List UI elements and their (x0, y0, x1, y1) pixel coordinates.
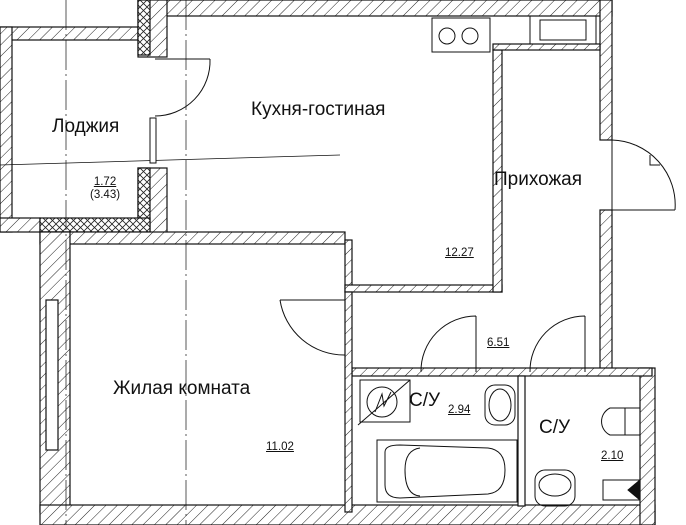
window-living (45, 299, 59, 451)
wall-loggia-left (0, 26, 13, 233)
door-entrance (611, 139, 676, 211)
door-bath-1 (420, 315, 477, 373)
room-name-living-room: Жилая комната (113, 378, 251, 399)
wall-right-lower (599, 209, 613, 371)
washbasin-1 (484, 384, 516, 426)
wall-kitchen-living (39, 231, 346, 245)
partition-kitchen-bottom (344, 284, 503, 293)
partition-baths (517, 375, 526, 507)
room-name-hallway: Прихожая (494, 169, 583, 190)
boiler (359, 379, 411, 423)
room-name-bathroom-2: С/У (539, 417, 571, 438)
room-area-kitchen-living: 12.27 (445, 247, 474, 259)
toilet (601, 407, 640, 436)
partition-kitchen-step (344, 239, 353, 293)
wall-loggia-bottom (0, 217, 41, 233)
room-name-loggia: Лоджия (52, 116, 120, 137)
room-area-bathroom-2: 2.10 (601, 450, 624, 462)
wall-loggia-top (0, 26, 139, 41)
area-loggia: 1.72 (93, 176, 117, 188)
partition-kitchen-top (492, 43, 601, 51)
room-area-hallway: 6.51 (487, 337, 510, 349)
wall-bath-right (639, 367, 656, 525)
room-area-living-room: 11.02 (266, 441, 294, 453)
sink-kitchen (431, 17, 491, 53)
room-area-loggia: 1.72 (3.43) (90, 176, 120, 202)
door-bath-2 (529, 315, 586, 373)
area-loggia-full: (3.43) (90, 189, 121, 201)
column-loggia-corner (39, 217, 151, 233)
bathtub (376, 439, 518, 503)
wall-bath-top (351, 367, 653, 377)
stove (529, 15, 597, 45)
partition-living-hall (344, 291, 353, 513)
column-top-core (137, 0, 151, 56)
wall-top (137, 0, 613, 17)
room-area-bathroom-1: 2.94 (448, 404, 471, 416)
axis-line (0, 154, 341, 166)
washbasin-2 (534, 469, 576, 507)
room-name-kitchen-living: Кухня-гостиная (251, 99, 386, 120)
room-name-bathroom-1: С/У (409, 390, 441, 411)
door-loggia (154, 58, 211, 117)
door-living (279, 299, 346, 356)
wall-right-upper (599, 0, 613, 141)
